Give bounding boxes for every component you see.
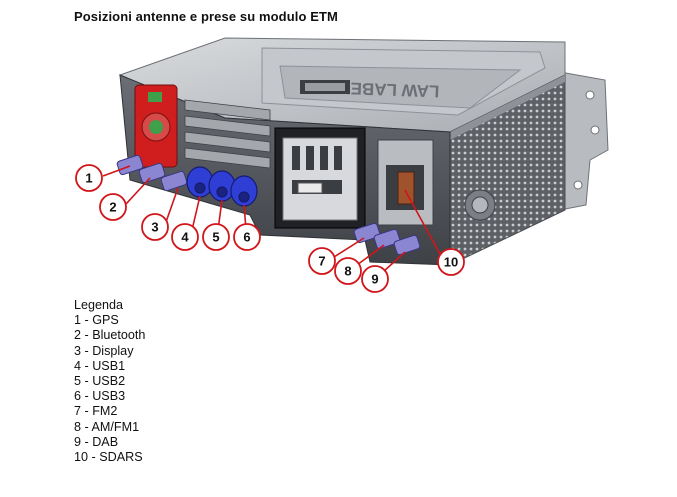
legend: Legenda 1 - GPS 2 - Bluetooth 3 - Displa… [74,298,145,465]
legend-item-fm2: 7 - FM2 [74,404,145,419]
svg-text:4: 4 [181,230,189,245]
legend-item-display: 3 - Display [74,344,145,359]
legend-item-usb3: 6 - USB3 [74,389,145,404]
svg-text:1: 1 [85,171,92,186]
callout-4: 4 [172,224,198,250]
svg-text:9: 9 [371,272,378,287]
callout-5: 5 [203,224,229,250]
callout-1: 1 [76,165,102,191]
callout-8: 8 [335,258,361,284]
legend-heading: Legenda [74,298,145,313]
callout-9: 9 [362,266,388,292]
legend-item-gps: 1 - GPS [74,313,145,328]
legend-item-dab: 9 - DAB [74,435,145,450]
svg-text:7: 7 [318,254,325,269]
etm-module-diagram: LAW LABEL [0,0,677,300]
callout-6: 6 [234,224,260,250]
legend-item-sdars: 10 - SDARS [74,450,145,465]
legend-item-usb2: 5 - USB2 [74,374,145,389]
module-label: LAW LABEL [340,78,440,100]
svg-text:2: 2 [109,200,116,215]
callout-2: 2 [100,194,126,220]
svg-text:5: 5 [212,230,219,245]
callout-7: 7 [309,248,335,274]
svg-text:8: 8 [344,264,351,279]
legend-item-am-fm1: 8 - AM/FM1 [74,420,145,435]
callout-10: 10 [438,249,464,275]
legend-item-usb1: 4 - USB1 [74,359,145,374]
mounting-bracket [560,72,608,210]
legend-item-bluetooth: 2 - Bluetooth [74,328,145,343]
svg-text:3: 3 [151,220,158,235]
callout-3: 3 [142,214,168,240]
svg-text:10: 10 [444,255,458,270]
svg-text:6: 6 [243,230,250,245]
